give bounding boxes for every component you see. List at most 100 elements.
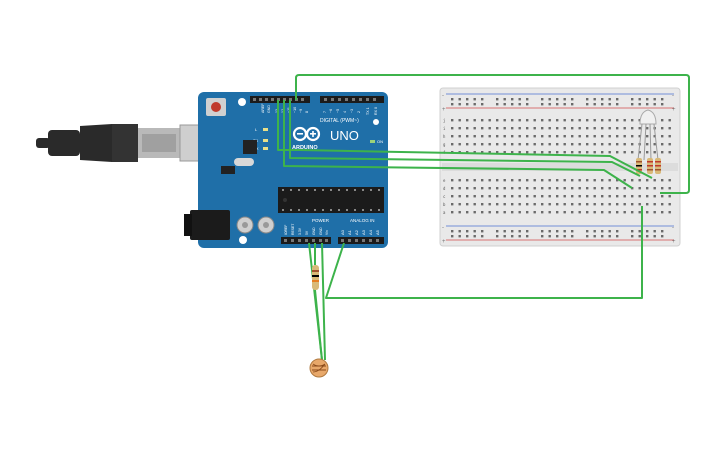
- breadboard-hole[interactable]: [473, 127, 476, 130]
- breadboard-hole[interactable]: [653, 195, 656, 198]
- breadboard-hole[interactable]: [481, 98, 484, 101]
- breadboard-hole[interactable]: [586, 195, 589, 198]
- breadboard-hole[interactable]: [578, 135, 581, 138]
- breadboard-hole[interactable]: [616, 235, 619, 238]
- breadboard-hole[interactable]: [473, 195, 476, 198]
- breadboard-hole[interactable]: [616, 135, 619, 138]
- breadboard-hole[interactable]: [466, 203, 469, 206]
- breadboard-hole[interactable]: [541, 179, 544, 182]
- breadboard-hole[interactable]: [601, 135, 604, 138]
- breadboard-hole[interactable]: [601, 143, 604, 146]
- breadboard-hole[interactable]: [451, 235, 454, 238]
- breadboard-hole[interactable]: [653, 230, 656, 233]
- breadboard-hole[interactable]: [601, 151, 604, 154]
- breadboard-hole[interactable]: [451, 143, 454, 146]
- breadboard-hole[interactable]: [571, 119, 574, 122]
- breadboard-hole[interactable]: [578, 211, 581, 214]
- breadboard-hole[interactable]: [563, 203, 566, 206]
- breadboard-hole[interactable]: [623, 211, 626, 214]
- breadboard-hole[interactable]: [481, 119, 484, 122]
- breadboard-hole[interactable]: [631, 98, 634, 101]
- breadboard-hole[interactable]: [571, 151, 574, 154]
- breadboard-hole[interactable]: [481, 235, 484, 238]
- breadboard-hole[interactable]: [668, 195, 671, 198]
- breadboard-hole[interactable]: [518, 195, 521, 198]
- breadboard-hole[interactable]: [451, 230, 454, 233]
- breadboard-hole[interactable]: [511, 119, 514, 122]
- breadboard-hole[interactable]: [608, 119, 611, 122]
- breadboard-hole[interactable]: [631, 230, 634, 233]
- breadboard-hole[interactable]: [451, 98, 454, 101]
- breadboard-hole[interactable]: [458, 203, 461, 206]
- breadboard-hole[interactable]: [586, 127, 589, 130]
- breadboard-hole[interactable]: [511, 203, 514, 206]
- breadboard-hole[interactable]: [653, 235, 656, 238]
- breadboard-hole[interactable]: [556, 98, 559, 101]
- breadboard[interactable]: j i h g f e d c b a - + - + - + - +: [439, 87, 681, 247]
- breadboard-hole[interactable]: [503, 135, 506, 138]
- breadboard-hole[interactable]: [638, 195, 641, 198]
- breadboard-hole[interactable]: [601, 127, 604, 130]
- breadboard-hole[interactable]: [533, 143, 536, 146]
- breadboard-hole[interactable]: [668, 179, 671, 182]
- breadboard-hole[interactable]: [638, 135, 641, 138]
- breadboard-hole[interactable]: [586, 187, 589, 190]
- breadboard-hole[interactable]: [466, 143, 469, 146]
- breadboard-hole[interactable]: [548, 195, 551, 198]
- breadboard-hole[interactable]: [571, 211, 574, 214]
- breadboard-hole[interactable]: [496, 127, 499, 130]
- breadboard-hole[interactable]: [533, 179, 536, 182]
- breadboard-hole[interactable]: [556, 235, 559, 238]
- breadboard-hole[interactable]: [593, 203, 596, 206]
- breadboard-hole[interactable]: [488, 135, 491, 138]
- breadboard-hole[interactable]: [503, 127, 506, 130]
- breadboard-hole[interactable]: [548, 98, 551, 101]
- breadboard-hole[interactable]: [526, 151, 529, 154]
- breadboard-hole[interactable]: [541, 135, 544, 138]
- breadboard-hole[interactable]: [503, 179, 506, 182]
- breadboard-hole[interactable]: [466, 195, 469, 198]
- breadboard-hole[interactable]: [608, 143, 611, 146]
- breadboard-hole[interactable]: [466, 135, 469, 138]
- breadboard-hole[interactable]: [608, 195, 611, 198]
- breadboard-hole[interactable]: [473, 179, 476, 182]
- breadboard-hole[interactable]: [638, 230, 641, 233]
- breadboard-hole[interactable]: [646, 195, 649, 198]
- breadboard-hole[interactable]: [563, 135, 566, 138]
- breadboard-hole[interactable]: [518, 127, 521, 130]
- breadboard-hole[interactable]: [466, 103, 469, 106]
- breadboard-hole[interactable]: [518, 187, 521, 190]
- breadboard-hole[interactable]: [556, 103, 559, 106]
- breadboard-hole[interactable]: [631, 195, 634, 198]
- breadboard-hole[interactable]: [458, 127, 461, 130]
- breadboard-hole[interactable]: [526, 195, 529, 198]
- breadboard-hole[interactable]: [503, 119, 506, 122]
- breadboard-hole[interactable]: [556, 211, 559, 214]
- breadboard-hole[interactable]: [556, 195, 559, 198]
- breadboard-hole[interactable]: [586, 119, 589, 122]
- breadboard-hole[interactable]: [466, 98, 469, 101]
- breadboard-hole[interactable]: [488, 127, 491, 130]
- breadboard-hole[interactable]: [616, 230, 619, 233]
- breadboard-hole[interactable]: [616, 98, 619, 101]
- breadboard-hole[interactable]: [593, 143, 596, 146]
- breadboard-hole[interactable]: [646, 127, 649, 130]
- breadboard-hole[interactable]: [458, 103, 461, 106]
- breadboard-hole[interactable]: [653, 179, 656, 182]
- breadboard-hole[interactable]: [518, 98, 521, 101]
- breadboard-hole[interactable]: [541, 203, 544, 206]
- breadboard-hole[interactable]: [646, 211, 649, 214]
- breadboard-hole[interactable]: [518, 211, 521, 214]
- breadboard-hole[interactable]: [526, 98, 529, 101]
- breadboard-hole[interactable]: [638, 98, 641, 101]
- breadboard-hole[interactable]: [488, 211, 491, 214]
- breadboard-hole[interactable]: [526, 235, 529, 238]
- breadboard-hole[interactable]: [616, 103, 619, 106]
- ldr-icon[interactable]: [309, 358, 329, 378]
- breadboard-hole[interactable]: [481, 230, 484, 233]
- breadboard-hole[interactable]: [593, 135, 596, 138]
- breadboard-hole[interactable]: [661, 151, 664, 154]
- breadboard-hole[interactable]: [631, 103, 634, 106]
- breadboard-hole[interactable]: [616, 203, 619, 206]
- breadboard-hole[interactable]: [563, 98, 566, 101]
